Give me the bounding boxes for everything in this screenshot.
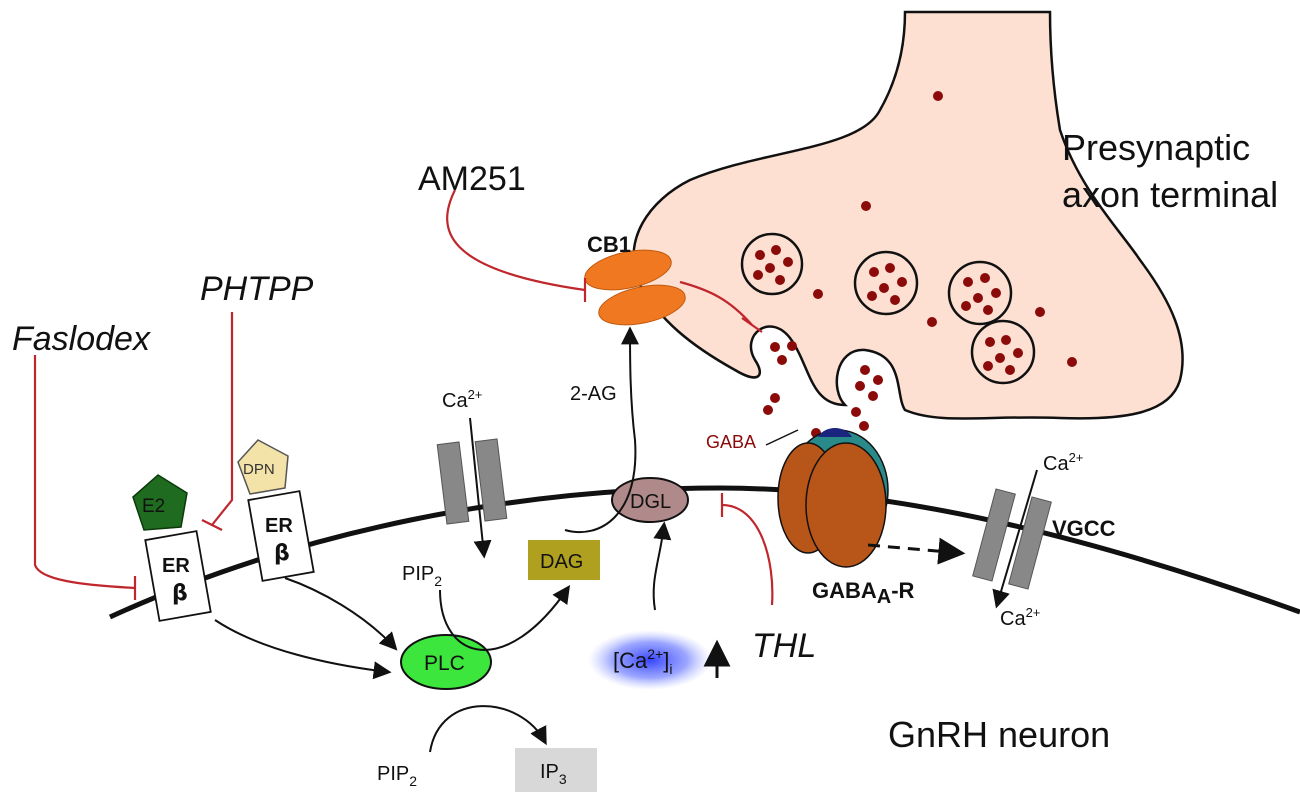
vesicle-contents [753,91,1077,438]
ca-intracellular-label: [Ca2+]i [613,646,672,677]
two-ag-label: 2-AG [570,383,617,405]
dpn-ligand [237,439,289,495]
ca-label-vgcc-bottom: Ca2+ [1000,605,1040,630]
calcium-glow [588,630,712,690]
pip2-label-top: PIP2 [402,563,442,589]
er-beta-receptor-left [144,530,212,622]
gaba-label: GABA [706,432,756,452]
vgcc-label: VGCC [1052,516,1116,541]
er-label-right: ER [265,515,293,537]
am251-label: AM251 [418,160,526,198]
beta-label-right: β [274,541,290,566]
beta-label-left: β [172,581,188,606]
gabaa-r-label: GABAA-R [812,578,915,608]
dag-box [528,540,600,580]
calcium-channel [436,438,508,525]
cb1-receptor [584,249,686,326]
ca-label-vgcc-top: Ca2+ [1043,450,1083,475]
cb1-label: CB1 [587,232,631,257]
e2-ligand [132,474,188,531]
phtpp-label: PHTPP [200,270,314,308]
pip2-label-bottom: PIP2 [377,763,417,789]
er-label-left: ER [162,555,190,577]
e2-label: E2 [142,496,165,517]
gnrh-neuron-label: GnRH neuron [888,714,1110,755]
dpn-label: DPN [243,461,275,478]
pathway-arrows [214,326,966,753]
dgl-label: DGL [630,491,671,513]
ca-label-channel: Ca2+ [442,387,482,412]
plc-label: PLC [424,652,465,675]
presynaptic-terminal [632,10,1184,420]
er-beta-receptor-right [247,490,315,582]
thl-label: THL [752,627,816,665]
faslodex-label: Faslodex [12,320,151,358]
vgcc-channel [972,488,1052,590]
presynaptic-label-line2: axon terminal [1062,174,1278,215]
presynaptic-label-line1: Presynaptic [1062,127,1250,168]
gabaa-receptor [777,428,889,568]
dag-label: DAG [540,551,583,573]
ip3-box [515,748,597,792]
plc-enzyme [400,634,492,690]
ip3-label: IP3 [540,761,567,787]
inhibition-lines [33,189,774,606]
